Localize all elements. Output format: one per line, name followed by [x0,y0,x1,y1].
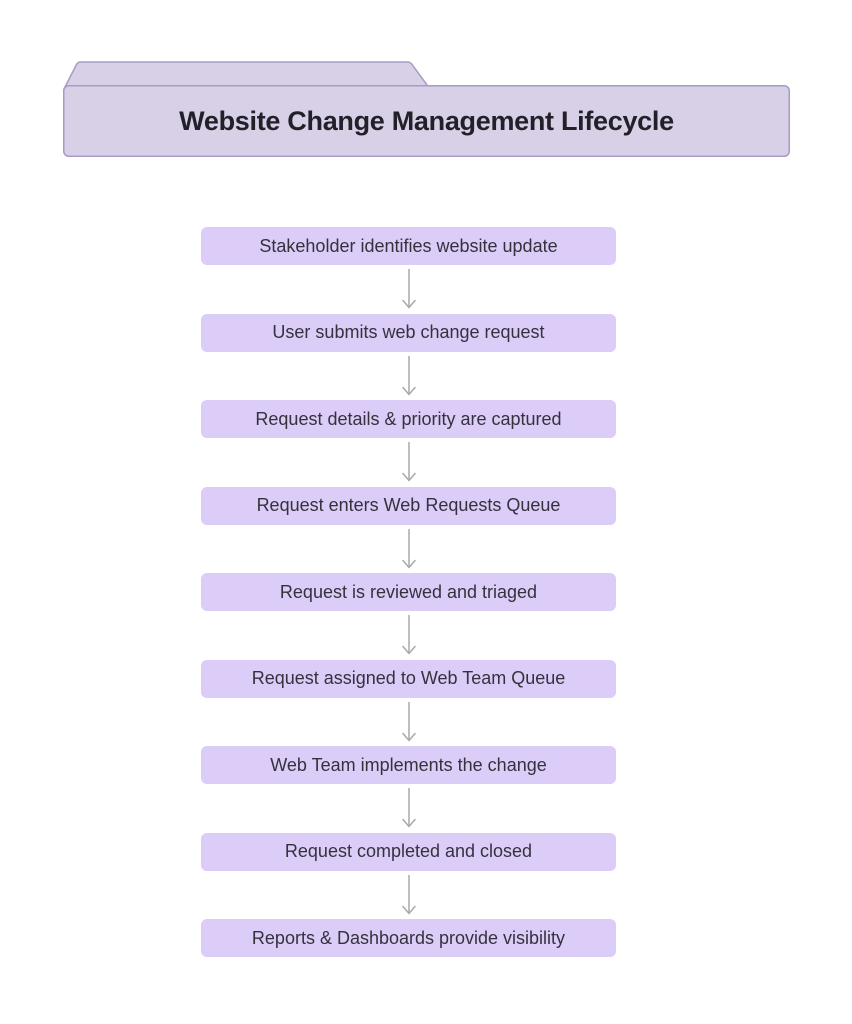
title-banner: Website Change Management Lifecycle [0,0,852,170]
arrow-down-icon [201,698,616,747]
flow-step: Request is reviewed and triaged [201,573,616,660]
arrow-down-icon [201,525,616,574]
flow-column: Stakeholder identifies website update Us… [201,227,616,957]
flow-step: Request enters Web Requests Queue [201,486,616,574]
flow-step: User submits web change request [201,313,616,401]
step-label: Reports & Dashboards provide visibility [251,927,566,948]
step-box: Request completed and closed [201,832,616,871]
step-box: Request enters Web Requests Queue [201,486,616,525]
folder-body-shape [63,85,790,157]
arrow-down-icon [201,352,616,401]
step-box: Request assigned to Web Team Queue [201,659,616,698]
flow-step: Web Team implements the change [201,746,616,833]
step-box: Request details & priority are captured [201,400,616,438]
step-label: Request assigned to Web Team Queue [251,668,566,688]
folder-tab-shape [62,61,432,90]
step-box: Request is reviewed and triaged [201,573,616,611]
flow-step: Stakeholder identifies website update [201,227,616,314]
arrow-down-icon [201,438,616,487]
step-box: User submits web change request [201,313,616,352]
step-label: Request details & priority are captured [255,408,562,429]
arrow-down-icon [201,611,616,660]
step-label: Request is reviewed and triaged [279,581,538,602]
step-label: Request completed and closed [284,841,533,861]
step-label: Web Team implements the change [270,754,547,775]
flow-step: Request details & priority are captured [201,400,616,487]
step-box: Web Team implements the change [201,746,616,784]
step-box: Stakeholder identifies website update [201,227,616,265]
step-label: Stakeholder identifies website update [259,235,558,256]
step-label: Request enters Web Requests Queue [256,495,561,515]
arrow-down-icon [201,784,616,833]
arrow-down-icon [201,265,616,314]
arrow-down-icon [201,871,616,920]
folder-shape [62,61,790,157]
flow-step: Reports & Dashboards provide visibility [201,919,616,957]
step-label: User submits web change request [272,322,545,342]
step-box: Reports & Dashboards provide visibility [201,919,616,957]
page-title: Website Change Management Lifecycle [179,105,674,136]
flow-step: Request assigned to Web Team Queue [201,659,616,747]
flow-step: Request completed and closed [201,832,616,920]
